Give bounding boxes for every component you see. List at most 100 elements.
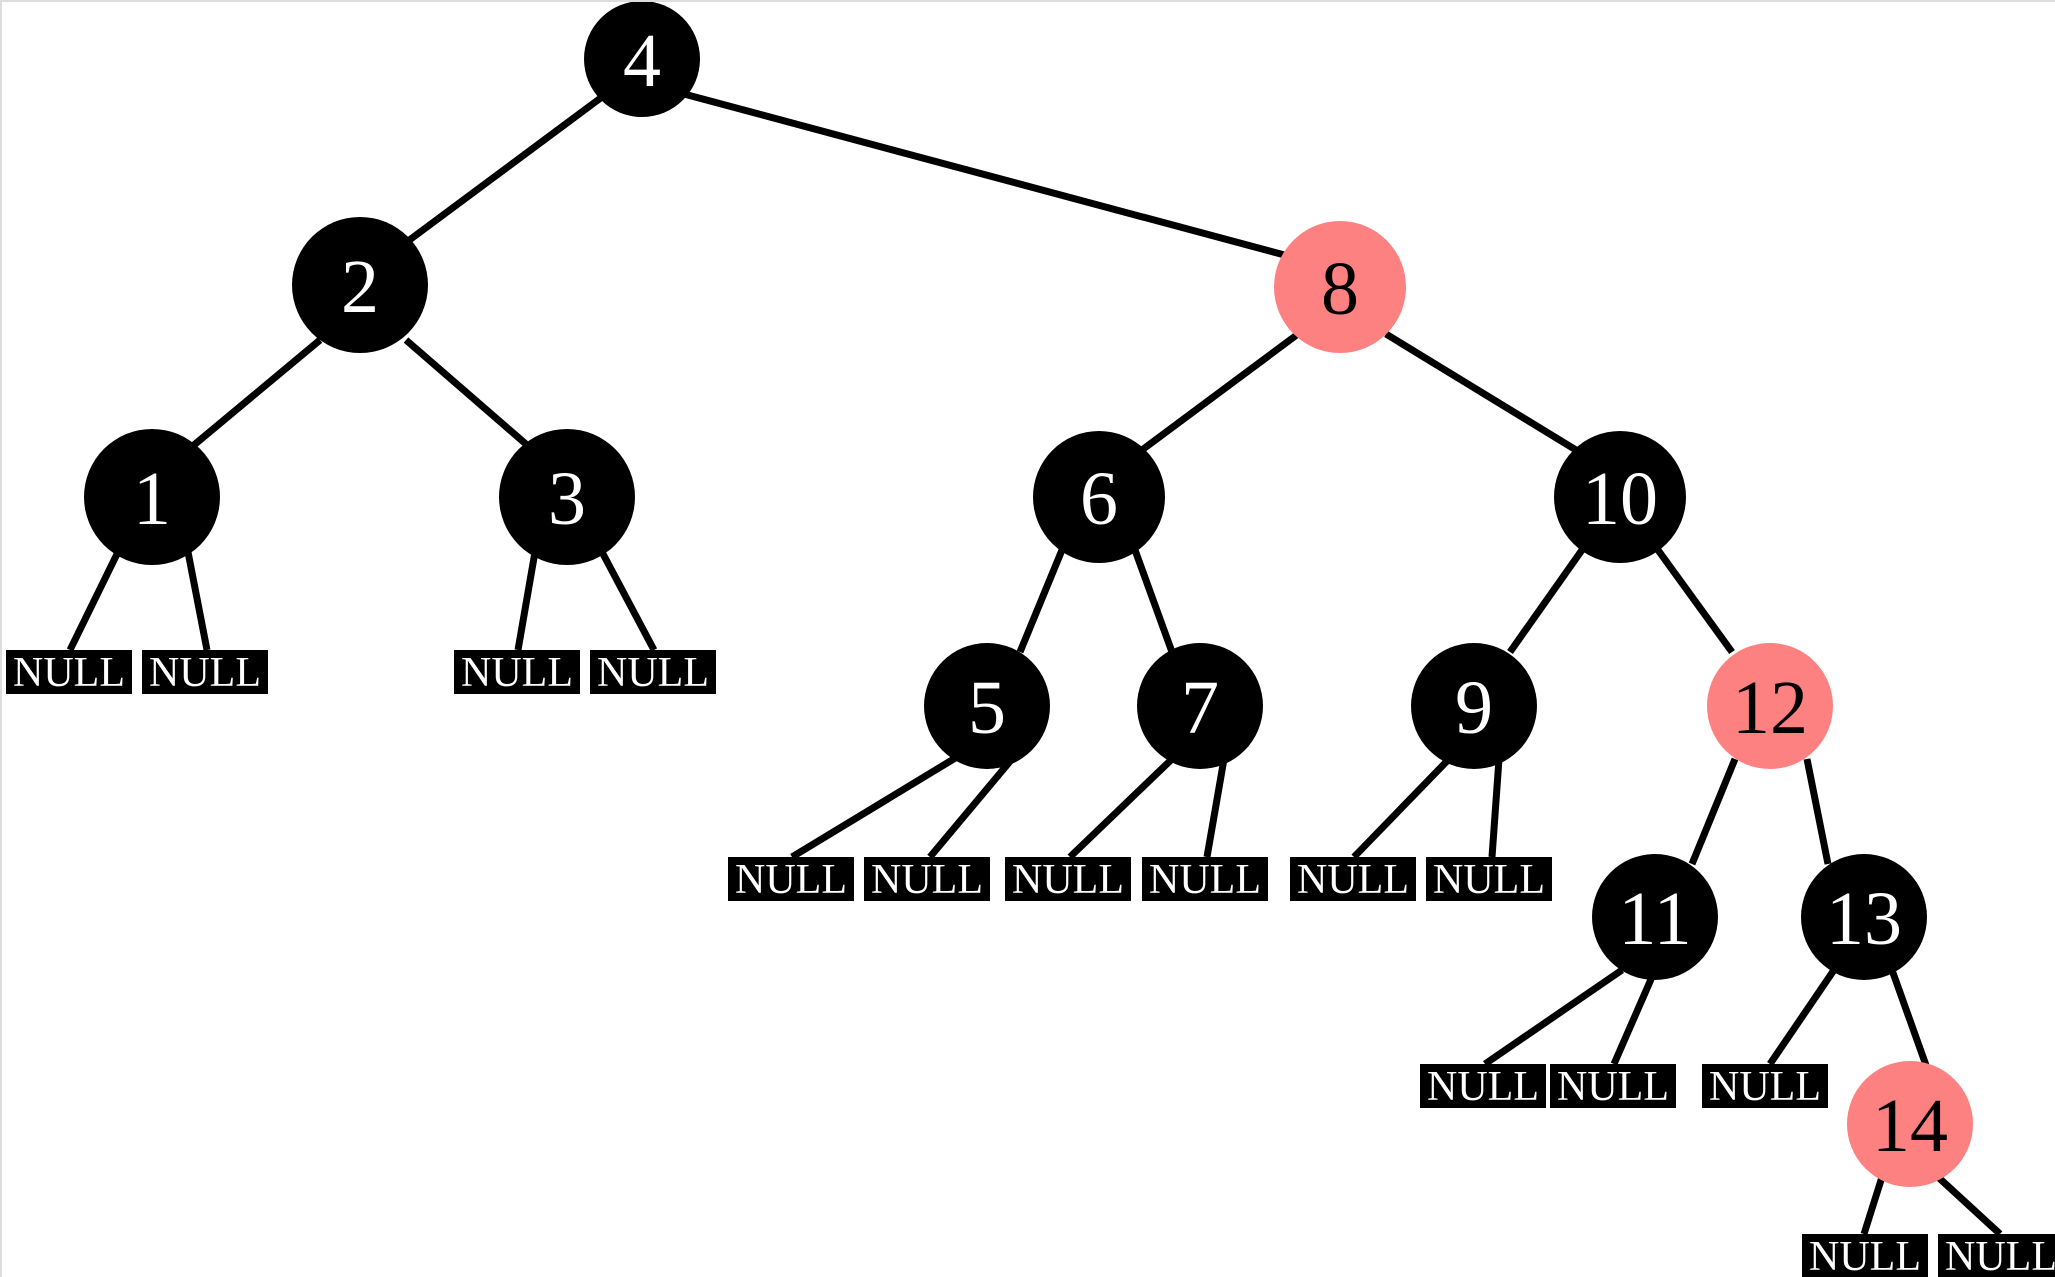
null-leaf: NULL <box>1702 1064 1828 1110</box>
null-leaf-box <box>1938 1234 2055 1277</box>
null-boxes-layer: NULL NULL NULL NULL NULL NULL NULL NULL NULL NULL… <box>6 650 2055 1277</box>
null-leaf-box <box>142 650 268 694</box>
tree-edge <box>1203 758 1228 858</box>
tree-edge <box>790 754 959 860</box>
node-circle[interactable] <box>1801 854 1927 980</box>
null-leaf: NULL <box>6 650 132 696</box>
null-leaf-label: NULL <box>1427 1064 1539 1110</box>
null-leaf: NULL <box>1142 857 1268 903</box>
null-leaf-box <box>1290 857 1416 901</box>
tree-edge <box>1016 548 1066 654</box>
node-label: 5 <box>968 666 1006 750</box>
null-leaf-label: NULL <box>461 650 573 696</box>
tree-edge <box>1888 968 1931 1070</box>
tree-edge <box>1860 1175 1886 1236</box>
node-circle[interactable] <box>1847 1061 1973 1187</box>
tree-edge <box>1655 547 1735 655</box>
null-leaf-label: NULL <box>1809 1234 1921 1277</box>
node-label: 2 <box>341 245 379 329</box>
node-circle[interactable] <box>1137 643 1263 769</box>
node-circle[interactable] <box>584 2 700 117</box>
node-circle[interactable] <box>1592 854 1718 980</box>
null-leaf: NULL <box>1005 857 1131 903</box>
tree-node-6[interactable]: 6 <box>1033 431 1165 563</box>
null-leaf-label: NULL <box>1709 1064 1821 1110</box>
null-leaf-label: NULL <box>13 650 125 696</box>
tree-edge <box>1507 547 1585 655</box>
tree-edge <box>403 337 530 448</box>
null-leaf: NULL <box>1290 857 1416 903</box>
null-leaf-box <box>728 857 854 901</box>
tree-edge <box>1488 758 1503 858</box>
tree-node-3[interactable]: 3 <box>499 429 635 565</box>
node-label: 6 <box>1080 457 1118 541</box>
tree-edge <box>514 551 539 651</box>
node-label: 12 <box>1732 666 1808 750</box>
null-leaf-box <box>6 650 132 694</box>
node-label: 8 <box>1321 247 1359 331</box>
node-label: 14 <box>1872 1084 1948 1168</box>
null-leaf: NULL <box>1802 1234 1928 1277</box>
node-circle[interactable] <box>499 429 635 565</box>
tree-edge <box>184 551 211 651</box>
null-leaf-label: NULL <box>1945 1234 2055 1277</box>
tree-node-14[interactable]: 14 <box>1847 1061 1973 1187</box>
tree-node-5[interactable]: 5 <box>924 643 1050 769</box>
null-leaf-box <box>864 857 990 901</box>
tree-node-8[interactable]: 8 <box>1274 221 1406 353</box>
node-label: 9 <box>1455 666 1493 750</box>
tree-node-4[interactable]: 4 <box>584 2 700 117</box>
tree-node-11[interactable]: 11 <box>1592 854 1718 980</box>
null-leaf: NULL <box>864 857 990 903</box>
null-leaf-label: NULL <box>1297 857 1409 903</box>
tree-edge <box>1483 967 1624 1067</box>
null-leaf: NULL <box>142 650 268 696</box>
node-circle[interactable] <box>292 217 428 353</box>
tree-edge <box>1610 975 1656 1066</box>
tree-node-1[interactable]: 1 <box>84 429 220 565</box>
tree-node-10[interactable]: 10 <box>1554 431 1686 563</box>
node-circle[interactable] <box>1707 643 1833 769</box>
tree-edge <box>1688 757 1739 866</box>
null-leaf-box <box>1142 857 1268 901</box>
node-circle[interactable] <box>1274 221 1406 353</box>
tree-edge <box>66 550 122 652</box>
node-circle[interactable] <box>84 429 220 565</box>
node-circle[interactable] <box>1411 643 1537 769</box>
null-leaf: NULL <box>1420 1064 1546 1110</box>
edges-layer <box>66 90 2003 1237</box>
null-leaf-box <box>1702 1064 1828 1108</box>
tree-node-2[interactable]: 2 <box>292 217 428 353</box>
null-leaf-label: NULL <box>149 650 261 696</box>
null-leaf-label: NULL <box>1012 857 1124 903</box>
node-label: 3 <box>548 457 586 541</box>
node-label: 10 <box>1582 457 1658 541</box>
tree-edge <box>1803 758 1832 865</box>
tree-node-7[interactable]: 7 <box>1137 643 1263 769</box>
null-leaf-label: NULL <box>1433 857 1545 903</box>
null-leaf: NULL <box>1426 857 1552 903</box>
tree-edge <box>927 756 1015 860</box>
null-leaf-label: NULL <box>1149 857 1261 903</box>
node-label: 4 <box>623 19 661 103</box>
tree-edge <box>1067 756 1175 860</box>
null-leaf-label: NULL <box>871 857 983 903</box>
tree-node-13[interactable]: 13 <box>1801 854 1927 980</box>
null-leaf-box <box>1802 1234 1928 1277</box>
node-label: 1 <box>133 457 171 541</box>
node-circle[interactable] <box>1033 431 1165 563</box>
null-leaf-box <box>1420 1064 1546 1108</box>
null-leaf-box <box>1550 1064 1676 1108</box>
null-leaf: NULL <box>454 650 580 696</box>
node-circle[interactable] <box>924 643 1050 769</box>
node-label: 7 <box>1181 666 1219 750</box>
node-circle[interactable] <box>1554 431 1686 563</box>
tree-node-12[interactable]: 12 <box>1707 643 1833 769</box>
tree-node-9[interactable]: 9 <box>1411 643 1537 769</box>
null-leaf-box <box>590 650 716 694</box>
tree-edge <box>1767 968 1837 1066</box>
tree-edge <box>1131 548 1176 654</box>
